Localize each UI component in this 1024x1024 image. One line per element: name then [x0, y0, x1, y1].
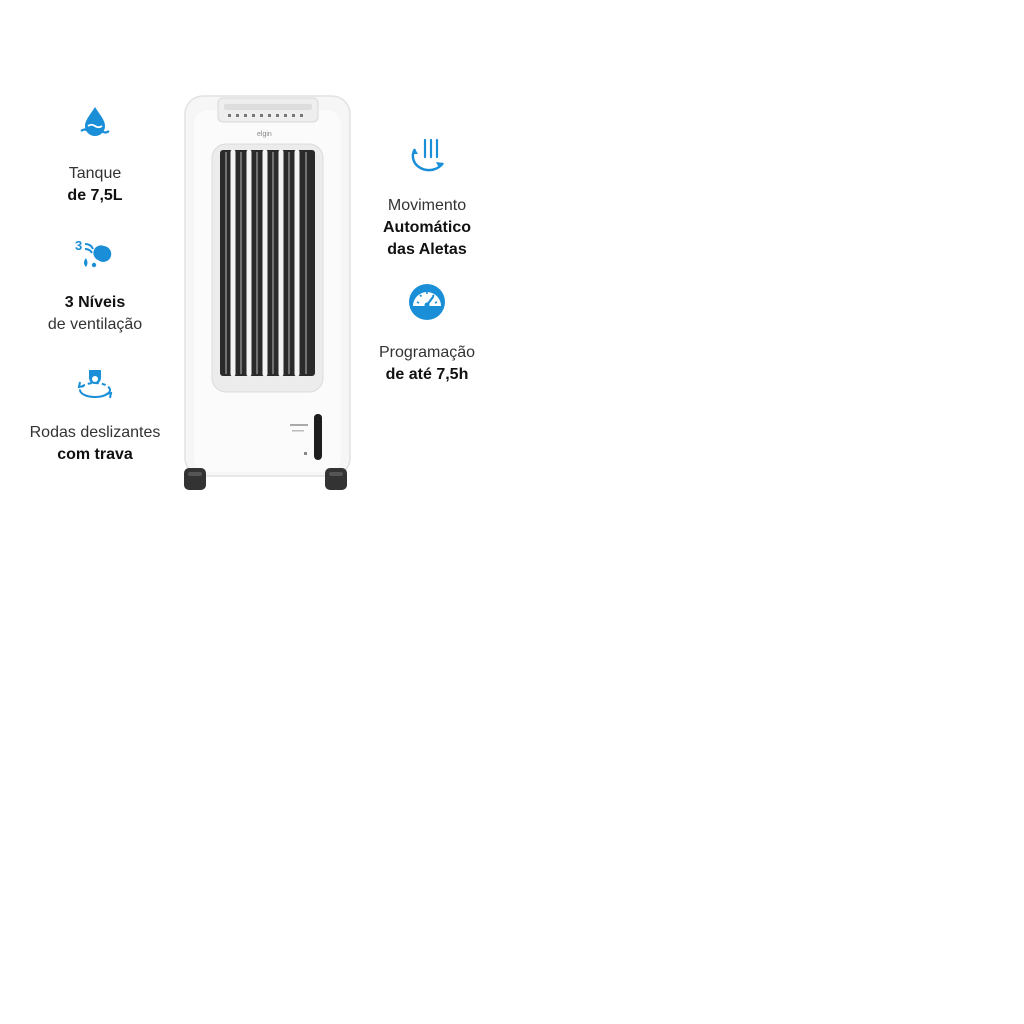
feature-swing-line2: Automático	[383, 219, 471, 236]
fan-speed-icon: 3	[75, 238, 112, 268]
feature-wheels-line1: Rodas deslizantes	[29, 424, 161, 441]
feature-levels-line1: 3 Níveis	[64, 294, 126, 311]
airflow-swing-icon	[411, 138, 445, 172]
feature-tank-line2: de 7,5L	[67, 187, 123, 204]
feature-wheels: Rodas deslizantes com trava	[10, 366, 180, 466]
feature-swing-line3: das Aletas	[387, 241, 467, 258]
timer-gauge-icon	[409, 284, 445, 320]
feature-levels: 3 3 Níveis de ventilação	[22, 236, 168, 336]
feature-levels-line2: de ventilação	[47, 316, 143, 333]
air-cooler-image: elgin	[184, 95, 351, 490]
feature-swing-line1: Movimento	[387, 197, 467, 214]
feature-wheels-line2: com trava	[57, 446, 133, 463]
svg-text:3: 3	[75, 238, 82, 253]
water-drop-icon	[80, 107, 110, 136]
feature-timer-line1: Programação	[378, 344, 476, 361]
brand-label: elgin	[257, 131, 272, 138]
wheel-rotate-icon	[77, 370, 113, 399]
feature-swing: Movimento Automático das Aletas	[355, 137, 499, 261]
feature-tank: Tanque de 7,5L	[30, 105, 160, 207]
feature-tank-line1: Tanque	[68, 165, 122, 182]
feature-timer: Programação de até 7,5h	[355, 282, 499, 386]
feature-timer-line2: de até 7,5h	[385, 366, 469, 383]
